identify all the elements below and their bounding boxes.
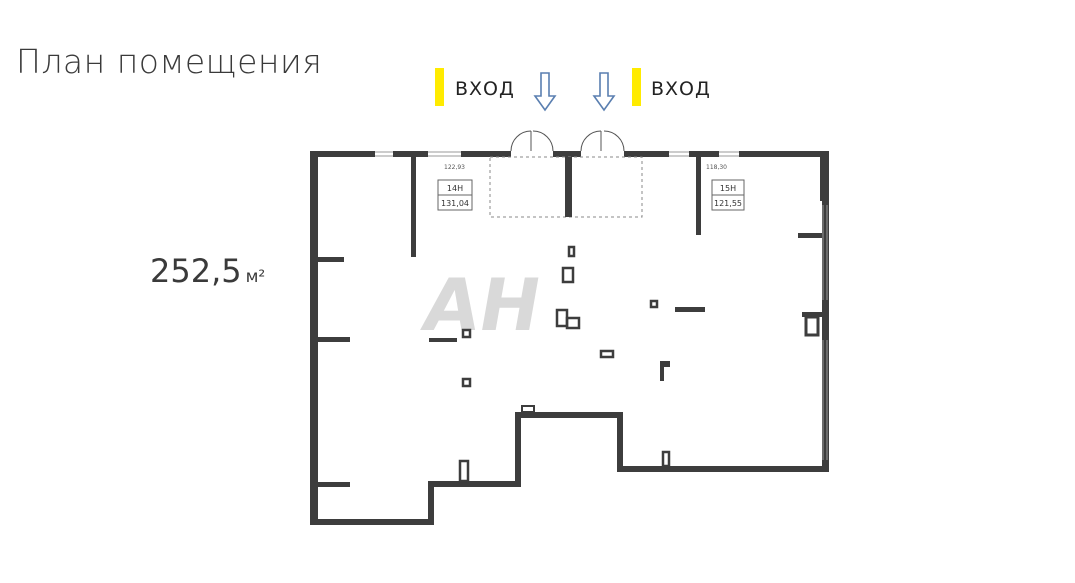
watermark: АН xyxy=(417,265,548,348)
column xyxy=(521,405,535,413)
area-unit: м² xyxy=(245,267,266,287)
entrance-label-left: ВХОД xyxy=(455,78,515,100)
page-title: План помещения xyxy=(16,42,323,81)
outer-walls xyxy=(310,151,829,525)
columns xyxy=(458,245,671,483)
dimension-left: 122,93 xyxy=(444,164,465,171)
room-code: 14Н xyxy=(447,184,463,193)
down-arrow-icon xyxy=(533,72,557,112)
column xyxy=(660,361,664,381)
down-arrow-icon xyxy=(592,72,616,112)
interior-walls xyxy=(318,157,822,487)
dimension-right: 118,30 xyxy=(706,164,727,171)
column xyxy=(660,361,670,367)
room-label-15n: 15Н 121,55 xyxy=(711,179,745,211)
room-area: 131,04 xyxy=(441,199,469,208)
entrance-label-right: ВХОД xyxy=(651,78,711,100)
room-label-14n: 14Н 131,04 xyxy=(437,179,473,211)
entrance-doors xyxy=(510,130,625,152)
entrance-marker-left xyxy=(435,68,444,106)
windows xyxy=(375,151,828,460)
room-code: 15Н xyxy=(720,184,736,193)
area-value: 252,5 xyxy=(150,252,242,290)
room-area: 121,55 xyxy=(714,199,742,208)
entrance-marker-right xyxy=(632,68,641,106)
